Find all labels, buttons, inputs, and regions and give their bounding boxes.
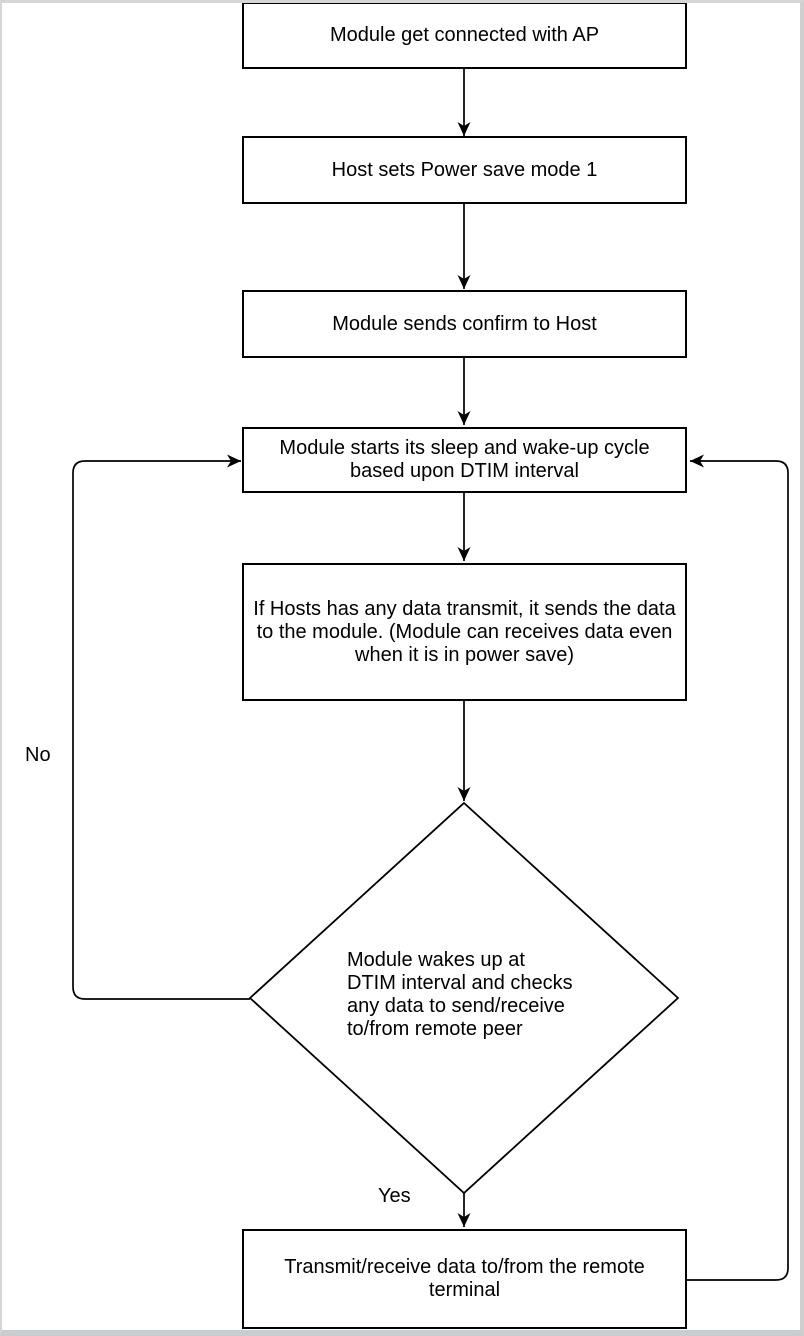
process-node-transmit-receive: Transmit/receive data to/from the remote… — [242, 1229, 687, 1329]
process-node-set-power-save: Host sets Power save mode 1 — [242, 136, 687, 204]
node-label: Transmit/receive data to/from the remote… — [284, 1256, 645, 1301]
node-label: If Hosts has any data transmit, it sends… — [253, 597, 676, 666]
node-label: Module get connected with AP — [329, 24, 600, 46]
process-node-connect-ap: Module get connected with AP — [242, 2, 687, 69]
node-label: Module starts its sleep and wake-up cycl… — [279, 437, 650, 482]
process-node-sleep-cycle: Module starts its sleep and wake-up cycl… — [242, 427, 687, 493]
connector-decision-no-loop — [72, 454, 250, 1000]
decision-node-wake-check-label: Module wakes up at DTIM interval and che… — [347, 949, 573, 1040]
edge-label-yes: Yes — [378, 1185, 411, 1208]
process-node-confirm-host: Module sends confirm to Host — [242, 290, 687, 358]
edge-label-no: No — [25, 744, 51, 767]
node-label: Host sets Power save mode 1 — [331, 158, 598, 181]
process-node-host-sends-data: If Hosts has any data transmit, it sends… — [242, 563, 687, 701]
node-label: Module sends confirm to Host — [332, 312, 597, 335]
connector-transmit-return-loop — [687, 454, 789, 1281]
